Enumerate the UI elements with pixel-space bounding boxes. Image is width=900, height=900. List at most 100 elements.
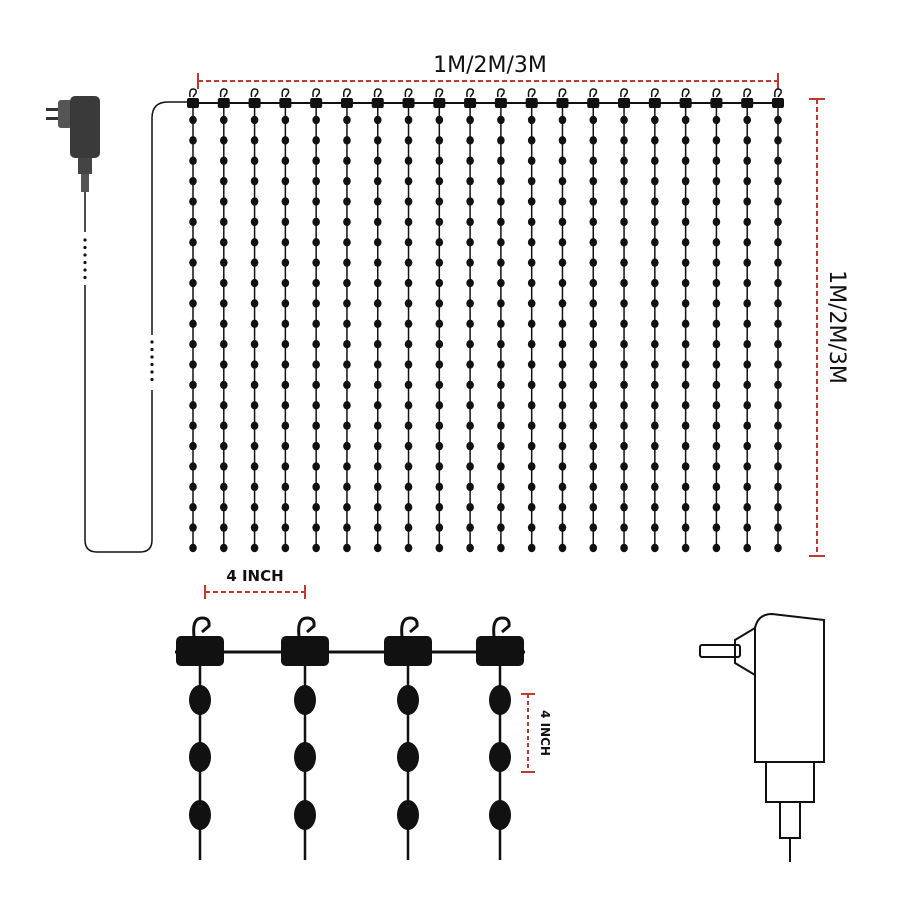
led-bead bbox=[681, 115, 690, 125]
led-bead bbox=[620, 156, 628, 165]
led-bead bbox=[250, 258, 259, 267]
led-bead bbox=[281, 156, 290, 165]
led-bead bbox=[250, 115, 259, 125]
string-connector bbox=[464, 98, 477, 108]
adapter-cable-end bbox=[81, 174, 89, 192]
led-bead bbox=[343, 299, 351, 308]
led-bead bbox=[343, 238, 351, 247]
led-bead bbox=[250, 543, 259, 553]
led-bead bbox=[712, 278, 721, 288]
led-bead bbox=[404, 482, 413, 492]
led-bead bbox=[497, 115, 505, 125]
led-bead bbox=[497, 299, 505, 308]
led-bead bbox=[281, 523, 290, 532]
led-bead bbox=[558, 380, 567, 390]
led-bead bbox=[497, 258, 505, 267]
led-bead bbox=[219, 238, 228, 247]
led-bead bbox=[343, 319, 351, 329]
led-bead bbox=[681, 217, 690, 227]
led-bead bbox=[589, 156, 598, 165]
led-bead bbox=[281, 339, 290, 349]
led-bead bbox=[712, 503, 721, 512]
led-bead bbox=[466, 421, 474, 430]
led-bead bbox=[466, 360, 474, 369]
led-bead bbox=[558, 523, 567, 532]
led-bead bbox=[435, 339, 444, 349]
led-bead bbox=[681, 360, 690, 369]
led-bead bbox=[373, 360, 382, 369]
led-bead bbox=[250, 503, 259, 512]
led-bead bbox=[620, 380, 628, 390]
cable-break-dot bbox=[150, 362, 154, 367]
led-bead bbox=[466, 258, 474, 267]
led-bead bbox=[527, 360, 536, 369]
led-bead bbox=[497, 319, 505, 329]
led-bead bbox=[404, 503, 413, 512]
string-connector bbox=[587, 98, 600, 108]
led-bead bbox=[497, 380, 505, 390]
cable-segment-to-curtain bbox=[151, 101, 190, 335]
led-bead bbox=[558, 482, 567, 492]
led-bead bbox=[774, 176, 782, 186]
led-bead bbox=[712, 115, 721, 125]
led-bead bbox=[466, 278, 474, 288]
led-bead bbox=[281, 401, 290, 410]
led-bead bbox=[558, 278, 567, 288]
led-bead bbox=[681, 339, 690, 349]
led-bead bbox=[743, 339, 752, 349]
led-bead bbox=[343, 136, 351, 145]
led-bead bbox=[219, 258, 228, 267]
led-bead bbox=[466, 339, 474, 349]
led-bead bbox=[404, 238, 413, 247]
led-bead bbox=[589, 299, 598, 308]
led-bead bbox=[219, 441, 228, 451]
led-bead bbox=[189, 136, 197, 145]
led-bead bbox=[466, 503, 474, 512]
led-bead bbox=[343, 197, 351, 206]
led-bead bbox=[743, 482, 752, 492]
hook-icon bbox=[774, 88, 782, 98]
led-bead bbox=[435, 197, 444, 206]
led-bead bbox=[404, 441, 413, 451]
led-bead bbox=[527, 197, 536, 206]
led-bead bbox=[312, 319, 320, 329]
led-bead bbox=[651, 115, 659, 125]
led-bead bbox=[558, 360, 567, 369]
led-bead bbox=[219, 299, 228, 308]
led-bead bbox=[743, 136, 752, 145]
light-string bbox=[587, 88, 600, 553]
led-bead bbox=[466, 523, 474, 532]
led-bead bbox=[497, 543, 505, 553]
led-bead bbox=[250, 482, 259, 492]
led-bead bbox=[681, 421, 690, 430]
led-bead bbox=[651, 441, 659, 451]
string-connector bbox=[217, 98, 230, 108]
led-bead bbox=[589, 115, 598, 125]
led-bead bbox=[343, 176, 351, 186]
led-bead bbox=[373, 278, 382, 288]
string-connector bbox=[618, 98, 631, 108]
cable-break-dots-upper bbox=[83, 238, 87, 280]
led-bead bbox=[681, 156, 690, 165]
led-bead bbox=[620, 543, 628, 553]
led-bead bbox=[651, 319, 659, 329]
light-string bbox=[741, 88, 754, 553]
led-bead bbox=[219, 339, 228, 349]
led-bead bbox=[558, 462, 567, 471]
led-bead bbox=[558, 339, 567, 349]
led-bead bbox=[774, 360, 782, 369]
hook-icon bbox=[492, 616, 511, 637]
led-bead bbox=[312, 441, 320, 451]
led-bead bbox=[343, 523, 351, 532]
led-bead bbox=[281, 462, 290, 471]
string-connector bbox=[679, 98, 692, 108]
led-bead bbox=[250, 176, 259, 186]
led-bead bbox=[558, 503, 567, 512]
light-string bbox=[710, 88, 723, 553]
detail-connector bbox=[384, 636, 432, 666]
led-bead bbox=[527, 462, 536, 471]
detail-led-bead bbox=[489, 800, 511, 830]
led-bead bbox=[589, 278, 598, 288]
led-bead bbox=[189, 401, 197, 410]
light-string bbox=[433, 88, 446, 553]
